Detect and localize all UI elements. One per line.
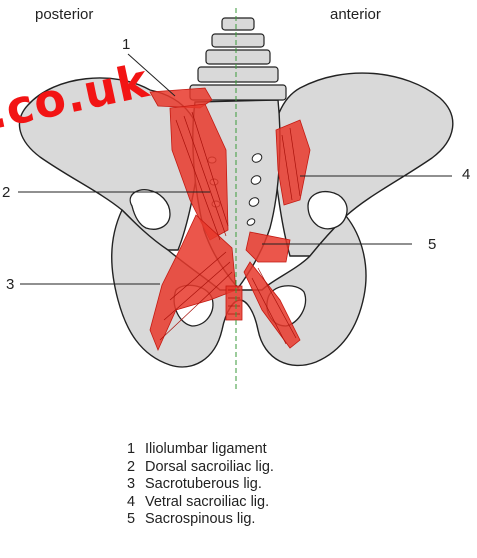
legend-number: 1	[127, 441, 145, 459]
coccyx-band	[226, 286, 242, 320]
legend-label: Sacrotuberous lig.	[145, 476, 262, 492]
callout-3: 3	[6, 276, 14, 293]
callout-4: 4	[462, 166, 470, 183]
callout-1: 1	[122, 36, 130, 53]
legend-label: Sacrospinous lig.	[145, 511, 255, 527]
legend-label: Vetral sacroiliac lig.	[145, 494, 269, 510]
legend-number: 5	[127, 511, 145, 529]
callout-5: 5	[428, 236, 436, 253]
callout-2: 2	[2, 184, 10, 201]
legend-label: Dorsal sacroiliac lig.	[145, 459, 274, 475]
legend-number: 3	[127, 476, 145, 494]
legend-number: 4	[127, 494, 145, 512]
legend-label: Iliolumbar ligament	[145, 441, 267, 457]
legend-number: 2	[127, 459, 145, 477]
